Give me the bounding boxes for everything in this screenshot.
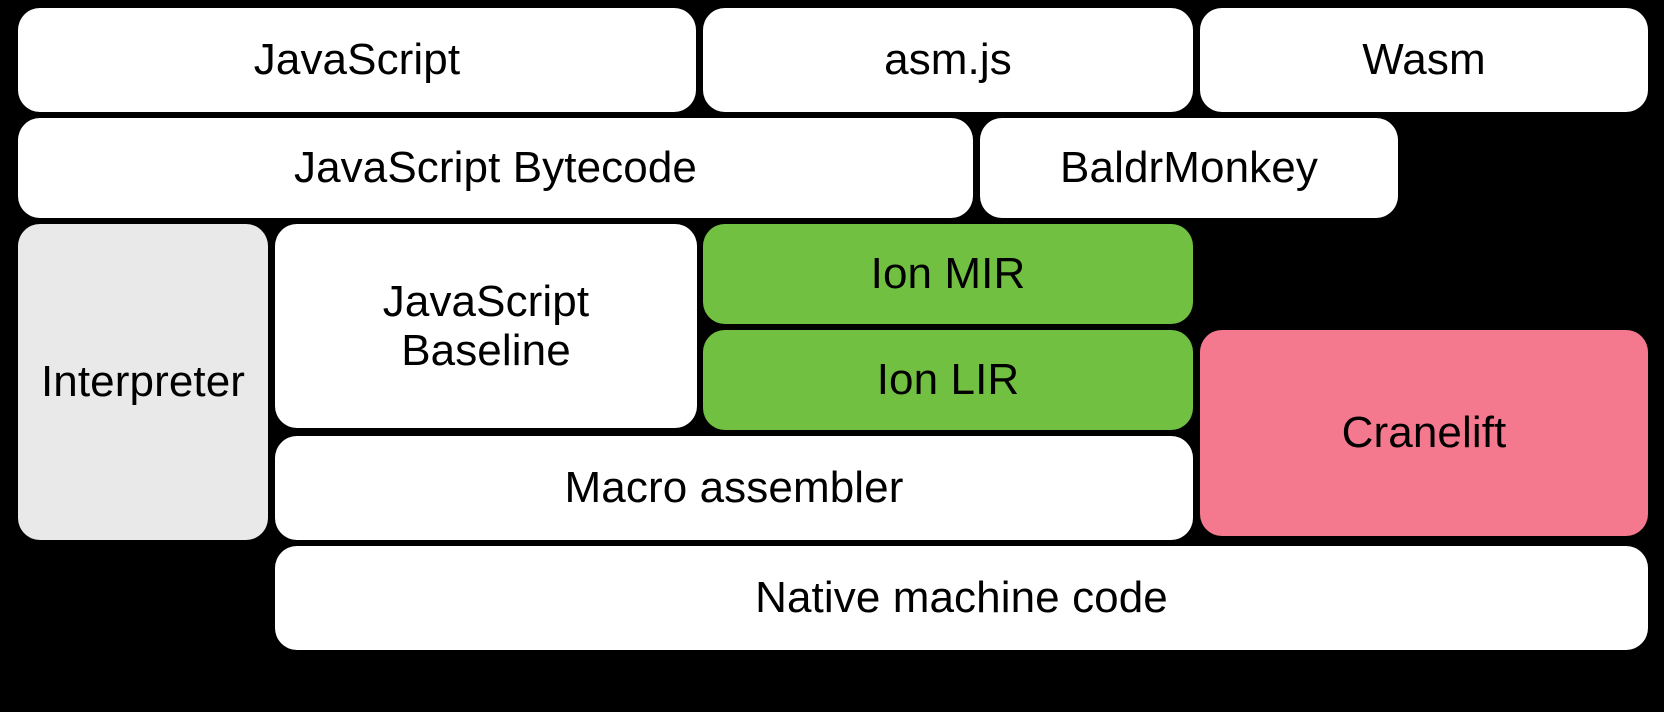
node-asmjs: asm.js [703, 8, 1193, 112]
node-ion-mir: Ion MIR [703, 224, 1193, 324]
node-interpreter: Interpreter [18, 224, 268, 540]
node-javascript-bytecode: JavaScript Bytecode [18, 118, 973, 218]
node-javascript: JavaScript [18, 8, 696, 112]
node-baldrmonkey: BaldrMonkey [980, 118, 1398, 218]
node-cranelift: Cranelift [1200, 330, 1648, 536]
node-ion-lir: Ion LIR [703, 330, 1193, 430]
node-native-machine-code: Native machine code [275, 546, 1648, 650]
node-macro-assembler: Macro assembler [275, 436, 1193, 540]
node-wasm: Wasm [1200, 8, 1648, 112]
node-javascript-baseline: JavaScript Baseline [275, 224, 697, 428]
